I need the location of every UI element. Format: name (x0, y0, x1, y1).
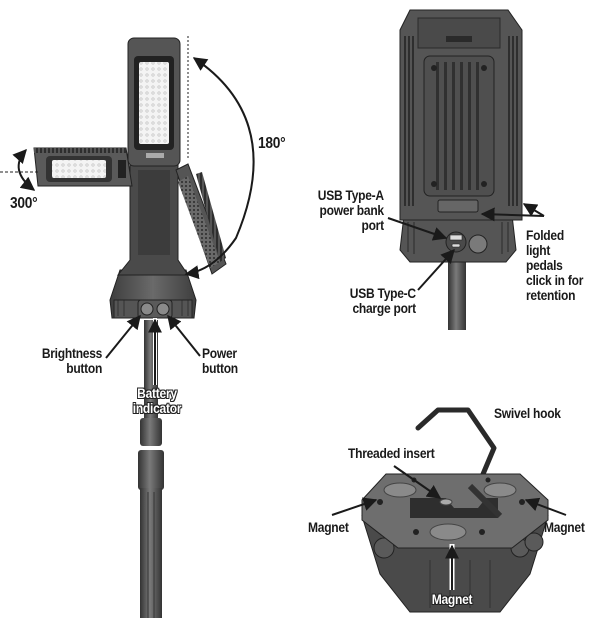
usb-type-c-label: USB Type-C charge port (349, 285, 416, 316)
magnet-right-label: Magnet (544, 519, 585, 535)
folded-pedals-label: Folded light pedals click in for retenti… (526, 227, 584, 303)
swivel-hook-label: Swivel hook (494, 405, 561, 421)
magnet-bottom-label: Magnet (431, 591, 473, 607)
left-light-assembly (0, 36, 255, 618)
threaded-insert-label: Threaded insert (348, 445, 435, 461)
top-right-light-assembly (387, 9, 545, 330)
power-button-label: Power button (202, 345, 238, 376)
rotation-180-label: 180° (258, 135, 286, 152)
rotation-300-label: 300° (10, 195, 38, 212)
usb-type-a-label: USB Type-A power bank port (317, 187, 384, 233)
battery-indicator-label: Battery indicator (132, 385, 182, 416)
brightness-button-label: Brightness button (41, 345, 103, 376)
bottom-right-base-assembly (331, 407, 567, 613)
magnet-left-label: Magnet (308, 519, 349, 535)
